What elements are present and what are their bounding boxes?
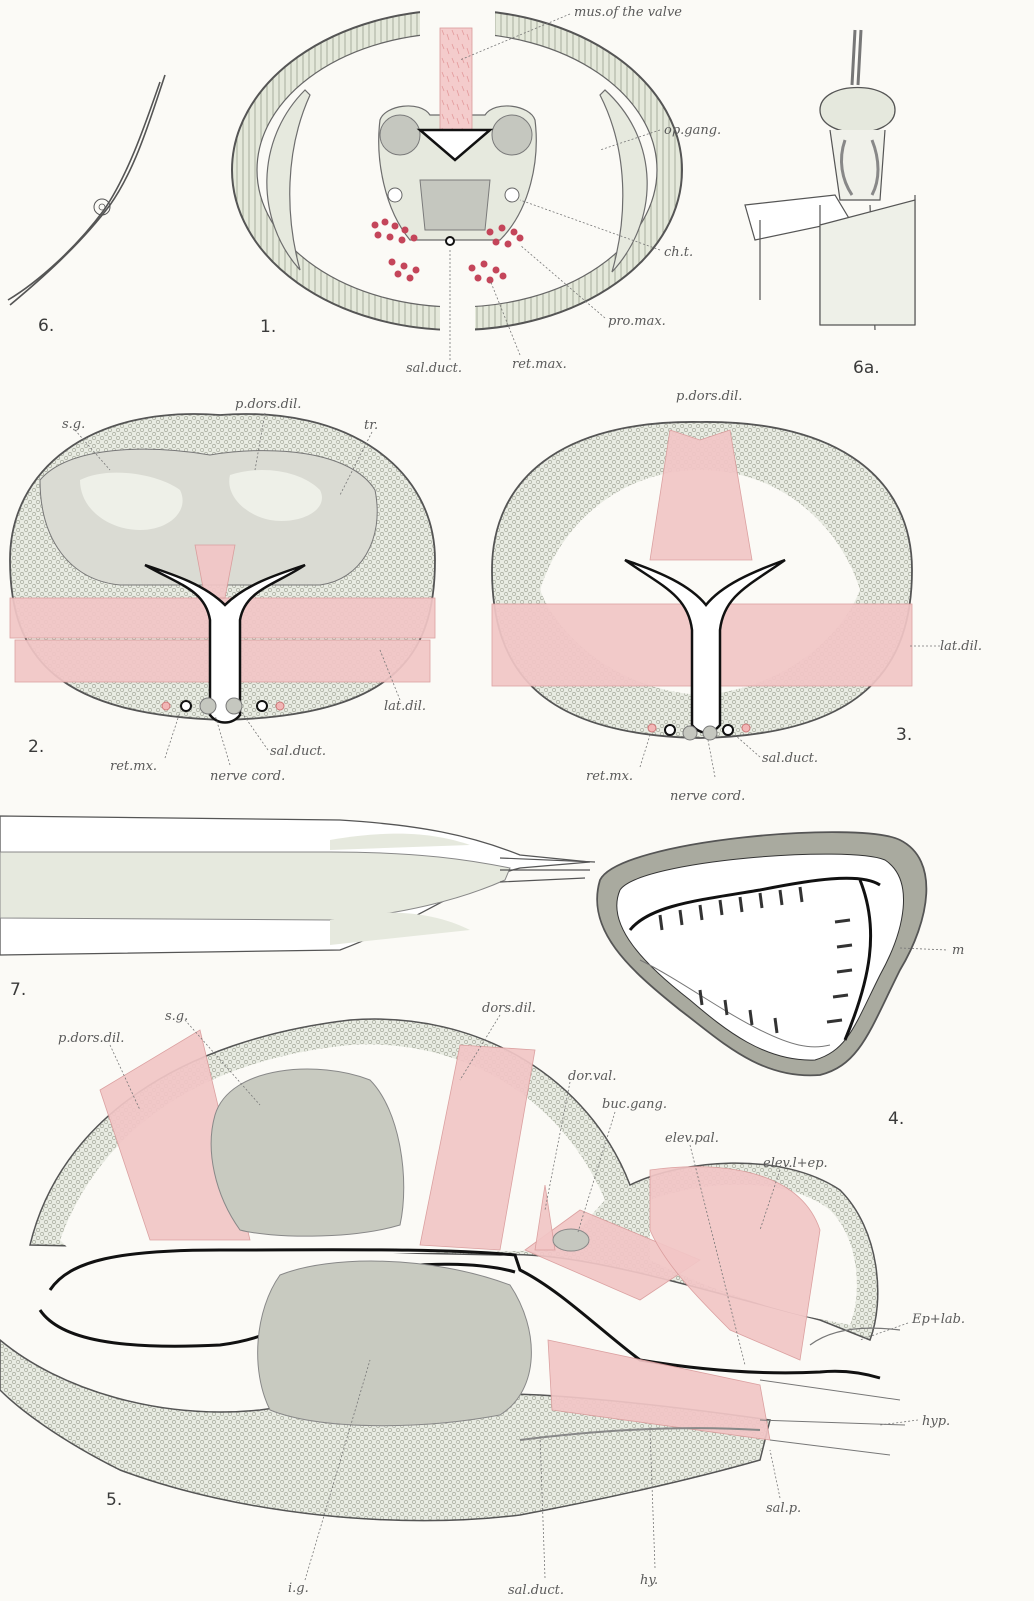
- fig2-label-lat-dil: lat.dil.: [384, 699, 426, 714]
- fig1-number: 1.: [260, 317, 276, 337]
- fig5-label-sg: s.g.: [165, 1009, 188, 1024]
- figure-2: s.g. p.dors.dil. tr. lat.dil. sal.duct. …: [10, 397, 435, 784]
- fig5-label-ep-lab: Ep+lab.: [911, 1312, 965, 1327]
- fig6-number: 6.: [38, 316, 54, 336]
- fig3-number: 3.: [896, 725, 912, 745]
- fig5-label-p-dors-dil: p.dors.dil.: [58, 1031, 124, 1046]
- fig5-number: 5.: [106, 1490, 122, 1510]
- fig2-number: 2.: [28, 737, 44, 757]
- fig3-label-sal-duct: sal.duct.: [762, 751, 818, 766]
- fig2-label-sg: s.g.: [62, 417, 85, 432]
- fig1-label-ch-t: ch.t.: [664, 245, 693, 260]
- figure-4: m 4.: [597, 832, 964, 1129]
- fig3-label-ret-mx: ret.mx.: [586, 769, 633, 784]
- fig3-label-p-dors-dil: p.dors.dil.: [676, 389, 742, 404]
- fig1-label-op-gang: op.gang.: [664, 123, 721, 138]
- figure-3: p.dors.dil. lat.dil. sal.duct. ret.mx. n…: [492, 389, 982, 804]
- figure-5: s.g. p.dors.dil. dors.dil. dor.val. buc.…: [0, 1001, 965, 1598]
- fig5-label-elev-lep: elev.l+ep.: [763, 1156, 828, 1171]
- fig1-label-mus-valve: mus.of the valve: [574, 5, 682, 20]
- fig6a-number: 6a.: [853, 358, 880, 378]
- fig5-label-buc-gang: buc.gang.: [602, 1097, 667, 1112]
- fig1-label-sal-duct: sal.duct.: [406, 361, 462, 376]
- fig3-label-lat-dil: lat.dil.: [940, 639, 982, 654]
- fig4-number: 4.: [888, 1109, 904, 1129]
- figure-7: 7.: [0, 816, 595, 1000]
- fig7-number: 7.: [10, 980, 26, 1000]
- fig3-label-nerve-cord: nerve cord.: [670, 789, 745, 804]
- fig5-label-sal-duct: sal.duct.: [508, 1583, 564, 1598]
- fig5-label-ig: i.g.: [288, 1581, 309, 1596]
- fig2-label-p-dors-dil: p.dors.dil.: [235, 397, 301, 412]
- fig2-label-ret-mx: ret.mx.: [110, 759, 157, 774]
- figure-6a: 6a.: [745, 30, 915, 378]
- figure-6: 6.: [8, 75, 165, 336]
- fig5-label-hy: hy.: [640, 1573, 658, 1588]
- fig1-label-pro-max: pro.max.: [608, 314, 666, 329]
- fig5-label-dors-dil: dors.dil.: [482, 1001, 536, 1016]
- fig2-label-nerve-cord: nerve cord.: [210, 769, 285, 784]
- fig5-label-hyp: hyp.: [922, 1414, 950, 1429]
- figure-1: mus.of the valve op.gang. ch.t. pro.max.…: [232, 5, 721, 376]
- fig5-label-sal-p: sal.p.: [766, 1501, 801, 1516]
- fig2-label-tr: tr.: [364, 418, 378, 433]
- fig2-label-sal-duct: sal.duct.: [270, 744, 326, 759]
- fig5-label-elev-pal: elev.pal.: [665, 1131, 719, 1146]
- fig1-label-ret-max: ret.max.: [512, 357, 567, 372]
- fig5-label-dor-val: dor.val.: [568, 1069, 616, 1084]
- fig4-label-m: m: [952, 943, 964, 958]
